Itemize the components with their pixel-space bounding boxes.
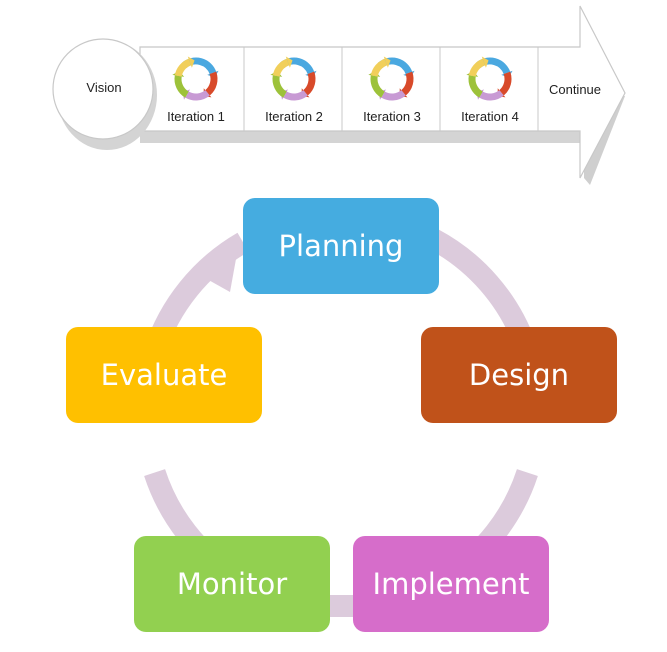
stage-label: Implement [372,567,530,601]
stage-evaluate[interactable]: Evaluate [66,327,262,423]
stage-monitor[interactable]: Monitor [134,536,330,632]
iteration-cell: Iteration 1 [148,47,244,131]
cycle-arrow-segment [272,58,290,77]
iteration-cell: Iteration 4 [442,47,538,131]
cycle-arrowhead-icon [205,248,238,292]
cycle-arrows-icon [466,56,513,101]
stage-label: Planning [278,229,404,263]
process-cycle: Planning Design Implement Monitor Evalua… [0,190,667,652]
cycle-arrow-segment [370,75,385,98]
stage-design[interactable]: Design [421,327,617,423]
cycle-arrowhead-icon [481,56,489,68]
cycle-arrowhead-icon [285,56,293,68]
cycle-arrow-segment [370,58,388,77]
stage-label: Monitor [176,567,288,601]
cycle-arrow-segment [185,89,210,101]
iteration-cell: Iteration 2 [246,47,342,131]
cycle-connector [330,595,356,617]
cycle-arrowhead-icon [383,56,391,68]
cycle-arrow-segment [479,89,504,101]
iteration-roadmap: Vision Iteration 1 Iteration 2 Iteration… [0,0,667,190]
cycle-arrow-segment [499,71,512,96]
stage-planning[interactable]: Planning [243,198,439,294]
cycle-arrow-segment [468,75,483,98]
cycle-arrow-segment [205,71,218,96]
cycle-arrows-icon [270,56,317,101]
cycle-arrow-segment [468,58,486,77]
cycle-arrow-segment [174,75,189,98]
iteration-label: Iteration 3 [363,109,421,124]
iteration-label: Iteration 4 [461,109,519,124]
stage-label: Design [468,358,570,392]
cycle-arrows-icon [368,56,415,101]
iteration-label: Iteration 2 [265,109,323,124]
cycle-arrow-segment [174,58,192,77]
iteration-cell: Iteration 3 [344,47,440,131]
continue-label: Continue [548,82,602,97]
cycle-arrow-segment [303,71,316,96]
cycle-arrow-segment [272,75,287,98]
cycle-arrow-segment [381,89,406,101]
cycle-arrowhead-icon [187,56,195,68]
stage-implement[interactable]: Implement [353,536,549,632]
iteration-label: Iteration 1 [167,109,225,124]
cycle-arrow-segment [401,71,414,96]
cycle-arrow-segment [283,89,308,101]
vision-label: Vision [86,80,122,95]
stage-label: Evaluate [100,358,228,392]
cycle-arrows-icon [172,56,219,101]
